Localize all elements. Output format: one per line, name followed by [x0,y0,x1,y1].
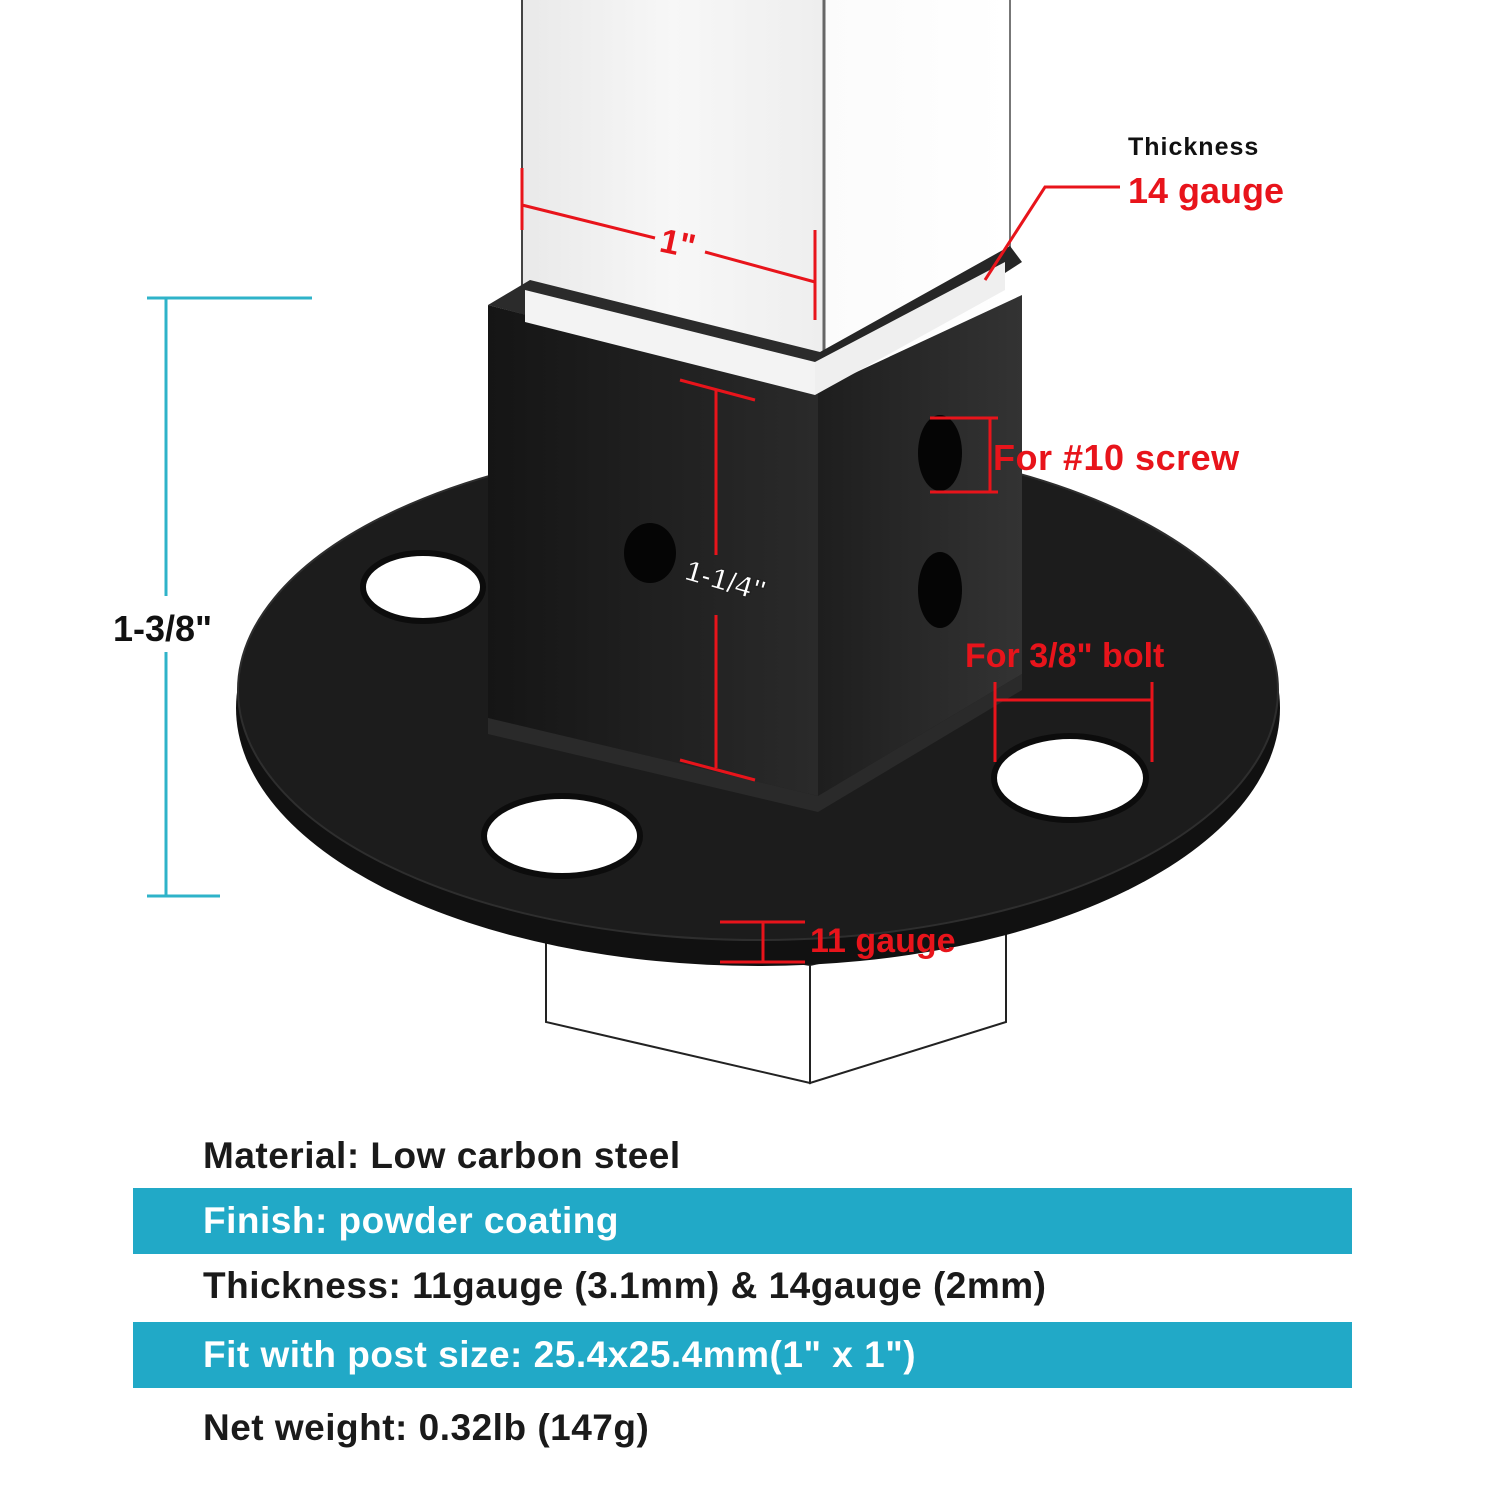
dim-total-height [147,296,312,898]
spec-text: Net weight: 0.32lb (147g) [203,1407,650,1448]
spec-finish: Finish: powder coating [133,1188,1352,1254]
spec-text: Thickness: 11gauge (3.1mm) & 14gauge (2m… [203,1265,1047,1306]
screw-hole-side-bottom [918,552,962,628]
leader-14-gauge [983,185,1120,281]
screw-holes [624,415,962,628]
spec-text: Finish: powder coating [203,1200,619,1241]
dim-height-1-1-4 [679,378,756,782]
spec-post-size: Fit with post size: 25.4x25.4mm(1" x 1") [133,1322,1352,1388]
spec-thickness: Thickness: 11gauge (3.1mm) & 14gauge (2m… [133,1253,1352,1319]
screw-hole-side-top [918,415,962,491]
spec-text: Material: Low carbon steel [203,1135,681,1176]
spec-material: Material: Low carbon steel [133,1123,1352,1189]
bolt-hole-front [481,793,643,879]
bolt-holes [360,550,1149,879]
screw-hole-front [624,523,676,583]
bolt-hole-left [360,550,486,624]
bolt-hole-right [991,733,1149,823]
bolt-note-label: For 3/8" bolt [965,637,1165,675]
dim-bolt [993,682,1154,762]
thickness-14-gauge-label: 14 gauge [1128,170,1285,211]
height-1-3-8-label: 1-3/8" [113,608,213,649]
spec-text: Fit with post size: 25.4x25.4mm(1" x 1") [203,1334,917,1375]
dim-plate-gauge [720,920,805,964]
screw-note-label: For #10 screw [993,437,1240,478]
spec-net-weight: Net weight: 0.32lb (147g) [133,1395,1352,1461]
thickness-caption: Thickness [1128,133,1260,161]
dim-width-1in [520,168,817,320]
post-base-diagram [147,0,1280,1085]
plate-gauge-label: 11 gauge [810,922,956,960]
dim-screw [930,416,998,494]
